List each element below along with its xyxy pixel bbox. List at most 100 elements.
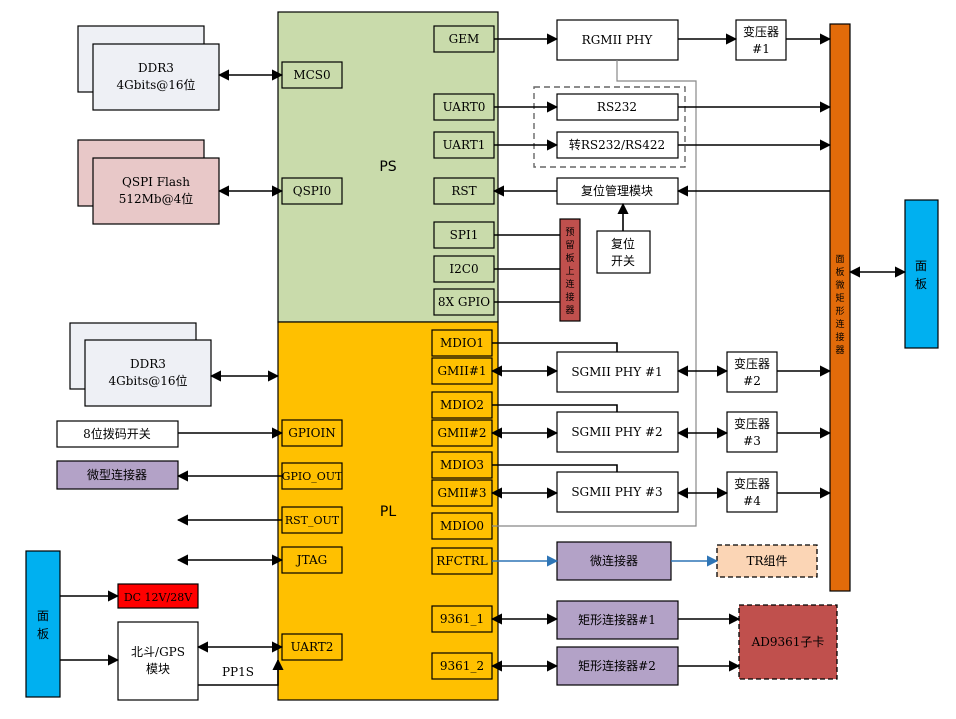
pl-port-gpio-out: GPIO_OUT: [281, 462, 343, 490]
svg-text:微型连接器: 微型连接器: [87, 467, 147, 482]
svg-text:北斗/GPS: 北斗/GPS: [131, 645, 185, 659]
svg-text:UART1: UART1: [443, 138, 486, 152]
svg-text:板: 板: [565, 252, 574, 264]
pl-port-9361-1: 9361_1: [431, 605, 493, 633]
svg-text:MDIO3: MDIO3: [440, 458, 484, 472]
pl-port-rfctrl: RFCTRL: [431, 547, 493, 575]
reset-switch: 复位 开关: [596, 230, 651, 274]
svg-text:微连接器: 微连接器: [590, 553, 638, 568]
rect-connector-2: 矩形连接器#2: [556, 646, 679, 686]
transformer-1: 变压器 #1: [735, 19, 787, 61]
svg-text:DDR3: DDR3: [138, 61, 174, 75]
svg-text:RS232: RS232: [597, 100, 637, 114]
rs232: RS232: [556, 93, 679, 121]
svg-text:复位管理模块: 复位管理模块: [581, 183, 653, 198]
rect-connector-1: 矩形连接器#1: [556, 600, 679, 640]
svg-text:RST: RST: [451, 184, 476, 198]
pl-port-mdio2: MDIO2: [431, 391, 493, 419]
ps-port-mcs0: MCS0: [281, 61, 343, 89]
micro-connector-mid: 微连接器: [556, 541, 672, 581]
svg-text:#1: #1: [752, 42, 770, 56]
svg-text:面: 面: [915, 259, 927, 273]
pl-port-gmii1: GMII#1: [431, 357, 493, 385]
svg-text:9361_1: 9361_1: [440, 612, 484, 626]
ps-port-qspi0: QSPI0: [281, 177, 343, 205]
connections: [60, 33, 907, 686]
ps-port-uart0: UART0: [433, 93, 495, 121]
svg-text:上: 上: [565, 266, 574, 277]
pl-port-rst-out: RST_OUT: [281, 506, 343, 534]
ps-port-gem: GEM: [433, 25, 495, 53]
svg-text:GMII#2: GMII#2: [437, 426, 486, 440]
svg-text:QSPI0: QSPI0: [293, 184, 332, 198]
rs422: 转RS232/RS422: [556, 131, 679, 159]
svg-text:RGMII PHY: RGMII PHY: [582, 33, 654, 47]
svg-text:连: 连: [835, 318, 844, 330]
ddr3-top: DDR3 4Gbits@16位: [77, 25, 220, 111]
pl-port-gpioin: GPIOIN: [281, 419, 343, 447]
svg-text:GPIO_OUT: GPIO_OUT: [282, 470, 343, 483]
svg-text:矩: 矩: [835, 292, 844, 304]
svg-text:预: 预: [565, 227, 574, 238]
pl-port-mdio3: MDIO3: [431, 451, 493, 479]
pl-port-jtag: JTAG: [281, 546, 343, 574]
svg-text:512Mb@4位: 512Mb@4位: [119, 191, 194, 206]
svg-text:器: 器: [565, 305, 574, 316]
svg-text:#4: #4: [743, 494, 761, 508]
svg-text:变压器: 变压器: [734, 356, 770, 371]
svg-text:DDR3: DDR3: [130, 357, 166, 371]
svg-text:接: 接: [565, 291, 574, 303]
power-input: DC 12V/28V: [117, 583, 199, 609]
pl-port-mdio0: MDIO0: [431, 512, 493, 540]
svg-text:GMII#3: GMII#3: [437, 486, 486, 500]
svg-text:8X GPIO: 8X GPIO: [438, 295, 490, 309]
svg-text:GPIOIN: GPIOIN: [288, 426, 335, 440]
svg-text:#3: #3: [743, 434, 761, 448]
svg-text:9361_2: 9361_2: [440, 659, 484, 673]
svg-text:#2: #2: [743, 374, 761, 388]
pl-port-gmii2: GMII#2: [431, 419, 493, 447]
micro-connector-left: 微型连接器: [56, 460, 179, 490]
transformer-4: 变压器 #4: [726, 471, 778, 513]
gps-module: 北斗/GPS 模块: [117, 621, 199, 701]
ps-port-uart1: UART1: [433, 131, 495, 159]
ps-port-i2c0: I2C0: [433, 255, 495, 283]
svg-text:4Gbits@16位: 4Gbits@16位: [117, 77, 196, 92]
svg-text:UART2: UART2: [291, 640, 334, 654]
pl-port-gmii3: GMII#3: [431, 479, 493, 507]
svg-text:连: 连: [565, 278, 574, 290]
svg-text:MDIO0: MDIO0: [440, 519, 484, 533]
reset-manager: 复位管理模块: [556, 177, 679, 205]
svg-text:板: 板: [37, 627, 49, 641]
right-panel: 面 板: [904, 199, 939, 349]
svg-text:形: 形: [835, 305, 844, 317]
svg-text:SPI1: SPI1: [450, 228, 479, 242]
svg-text:JTAG: JTAG: [295, 553, 327, 567]
ps-port-gpio: 8X GPIO: [433, 288, 495, 316]
svg-text:SGMII PHY #3: SGMII PHY #3: [571, 485, 662, 499]
transformer-2: 变压器 #2: [726, 351, 778, 393]
sgmii-phy-1: SGMII PHY #1: [556, 351, 679, 393]
sgmii-phy-2: SGMII PHY #2: [556, 411, 679, 453]
sgmii-phy-3: SGMII PHY #3: [556, 471, 679, 513]
svg-text:SGMII PHY #2: SGMII PHY #2: [571, 425, 662, 439]
svg-text:接: 接: [835, 331, 844, 343]
svg-text:矩形连接器#2: 矩形连接器#2: [578, 658, 656, 673]
left-panel: 面 板: [25, 550, 61, 698]
qspi-flash: QSPI Flash 512Mb@4位: [77, 139, 220, 225]
svg-text:MDIO2: MDIO2: [440, 398, 484, 412]
svg-text:8位拨码开关: 8位拨码开关: [83, 426, 151, 441]
rgmii-phy: RGMII PHY: [556, 19, 679, 61]
panel-rect-connector: 面 板 微 矩 形 连 接 器: [829, 23, 851, 592]
svg-text:RST_OUT: RST_OUT: [285, 514, 340, 527]
svg-text:4Gbits@16位: 4Gbits@16位: [109, 373, 188, 388]
svg-text:模块: 模块: [146, 662, 170, 676]
ps-port-spi1: SPI1: [433, 221, 495, 249]
serial-dashed-group: [533, 86, 686, 168]
dip-switch: 8位拨码开关: [56, 420, 179, 448]
svg-text:复位: 复位: [611, 236, 635, 251]
svg-text:变压器: 变压器: [734, 416, 770, 431]
svg-text:留: 留: [565, 239, 574, 251]
transformer-3: 变压器 #3: [726, 411, 778, 453]
